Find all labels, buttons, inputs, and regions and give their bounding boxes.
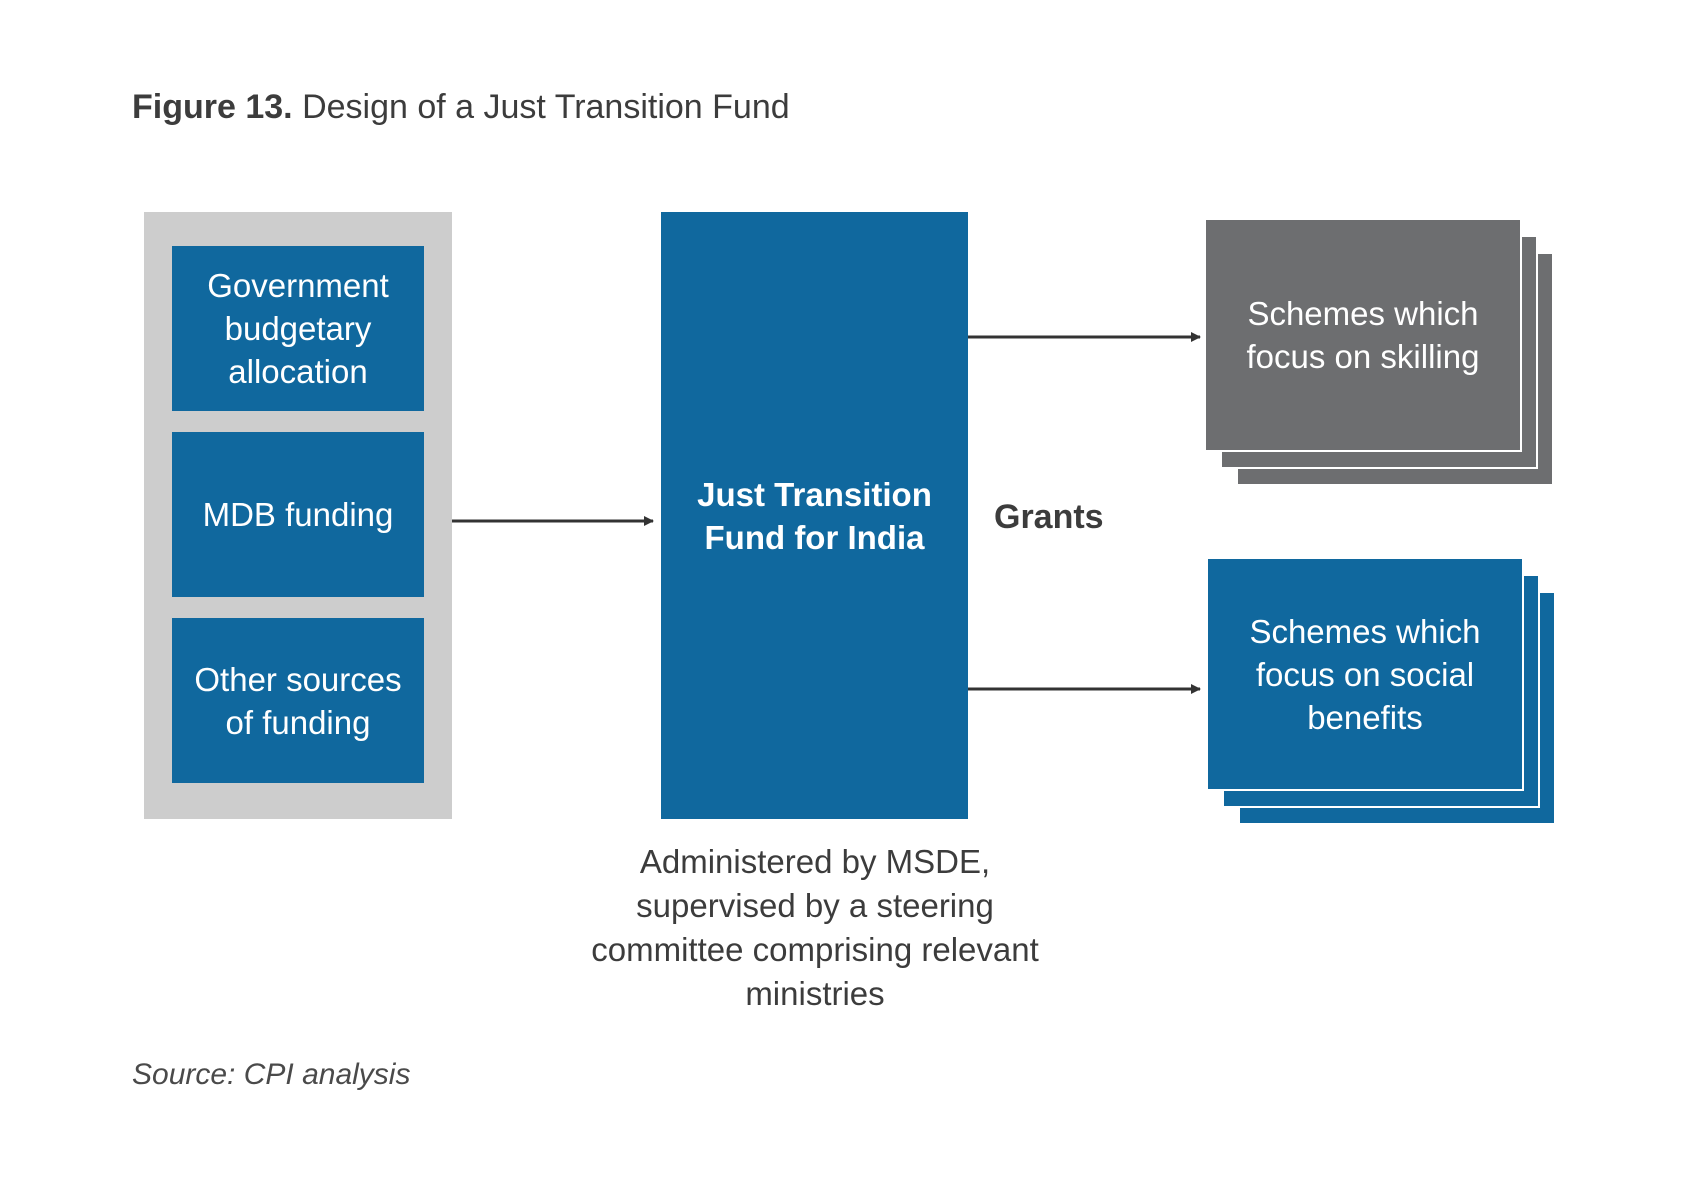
figure-title-text: Design of a Just Transition Fund <box>302 88 790 126</box>
scheme-social-label: Schemes which focus on social benefits <box>1249 612 1481 736</box>
source-government-budget-box: Government budgetary allocation <box>172 246 424 411</box>
scheme-social-layer-front <box>1206 557 1524 791</box>
scheme-skilling-label: Schemes which focus on skilling <box>1246 295 1480 375</box>
source-other-funding-label: Other sources of funding <box>194 660 402 741</box>
just-transition-fund-box: Just Transition Fund for India <box>661 212 968 819</box>
fund-administration-note: Administered by MSDE, supervised by a st… <box>591 843 1039 1012</box>
scheme-skilling-layer-front <box>1204 218 1522 452</box>
scheme-skilling-text: Schemes which focus on skilling <box>1204 218 1522 452</box>
just-transition-fund-label: Just Transition Fund for India <box>697 475 932 556</box>
grants-label: Grants <box>994 498 1104 536</box>
source-other-funding-box: Other sources of funding <box>172 618 424 783</box>
source-mdb-funding-box: MDB funding <box>172 432 424 597</box>
source-mdb-funding-label: MDB funding <box>202 496 394 533</box>
figure-label: Figure 13. <box>132 88 293 126</box>
scheme-social-text: Schemes which focus on social benefits <box>1206 557 1524 791</box>
figure-title: Figure 13. Design of a Just Transition F… <box>132 88 790 127</box>
source-government-budget-label: Government budgetary allocation <box>207 267 389 390</box>
source-note: Source: CPI analysis <box>132 1058 411 1091</box>
